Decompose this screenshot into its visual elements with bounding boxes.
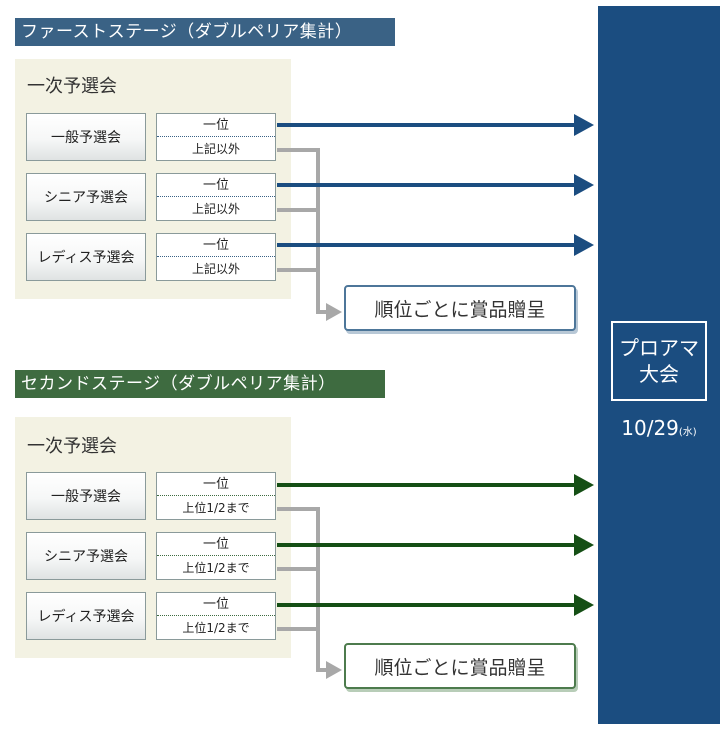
second-stage-prize-arrowhead [326,661,342,679]
second-senior-arrowhead [574,534,594,556]
second-ladies-arrowhead [574,594,594,616]
second-stage-title: セカンドステージ（ダブルペリア集計） [15,370,385,398]
second-general-rank: 一位 上位1/2まで [156,472,276,520]
second-senior-rank: 一位 上位1/2まで [156,532,276,580]
rank-first: 一位 [157,174,275,197]
rank-first: 一位 [157,114,275,137]
pro-am-label-box: プロアマ 大会 [611,321,707,401]
first-senior-arrowhead [574,174,594,196]
pro-am-label-line2: 大会 [639,362,679,386]
second-stage-elimination-connector [277,507,328,672]
first-stage-title: ファーストステージ（ダブルペリア集計） [15,18,395,46]
first-general-arrowhead [574,114,594,136]
rank-top-half: 上位1/2まで [182,501,250,515]
first-senior-qualifier: シニア予選会 [26,173,146,221]
rank-top-half: 上位1/2まで [182,621,250,635]
second-ladies-qualifier: レディス予選会 [26,592,146,640]
first-stage-prize-arrowhead [326,303,342,321]
rank-first: 一位 [157,533,275,556]
first-ladies-qualifier: レディス予選会 [26,233,146,281]
rank-first: 一位 [157,593,275,616]
pro-am-date: 10/29(水) [598,416,720,440]
rank-others: 上記以外 [191,202,240,216]
second-ladies-rank: 一位 上位1/2まで [156,592,276,640]
rank-others: 上記以外 [191,142,240,156]
second-general-qualifier: 一般予選会 [26,472,146,520]
rank-others: 上記以外 [191,262,240,276]
second-stage-panel-title: 一次予選会 [27,436,117,457]
first-general-rank: 一位 上記以外 [156,113,276,161]
first-stage-prize-box: 順位ごとに賞品贈呈 [344,285,576,331]
pro-am-weekday: (水) [678,427,697,438]
rank-first: 一位 [157,234,275,257]
first-general-qualifier: 一般予選会 [26,113,146,161]
second-general-arrowhead [574,474,594,496]
pro-am-label-line1: プロアマ [619,336,699,360]
pro-am-date-value: 10/29 [621,416,679,440]
first-ladies-arrowhead [574,234,594,256]
first-senior-rank: 一位 上記以外 [156,173,276,221]
second-stage-prize-box: 順位ごとに賞品贈呈 [344,643,576,689]
rank-first: 一位 [157,473,275,496]
rank-top-half: 上位1/2まで [182,561,250,575]
first-ladies-rank: 一位 上記以外 [156,233,276,281]
first-stage-panel-title: 一次予選会 [27,76,117,97]
second-senior-qualifier: シニア予選会 [26,532,146,580]
first-stage-elimination-connector [277,148,328,314]
pro-am-bar [598,6,720,724]
